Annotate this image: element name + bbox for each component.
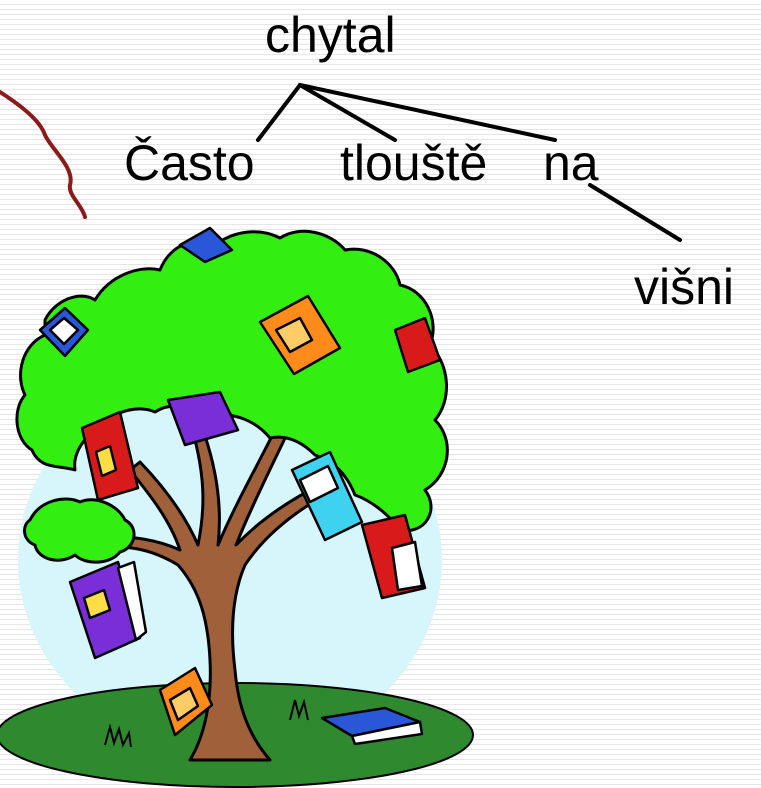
book-icon — [360, 513, 427, 600]
edge-chytal-na — [298, 83, 557, 142]
tree-foliage-lower-left — [23, 497, 136, 564]
edge-chytal-tloustte — [298, 83, 397, 142]
tree-node-tloustte: tlouště — [340, 135, 488, 191]
tree-node-casto: Často — [124, 135, 255, 191]
tree-trunk — [98, 428, 327, 762]
edge-na-visni — [588, 183, 682, 242]
tree-node-root: chytal — [265, 7, 396, 63]
grass-tuft — [104, 723, 132, 748]
tree-foliage — [15, 229, 449, 533]
book-icon — [38, 306, 90, 358]
tree-node-na: na — [543, 135, 599, 191]
book-icon — [80, 410, 140, 502]
grass-tuft — [289, 698, 309, 721]
book-icon — [290, 450, 364, 542]
book-icon — [258, 294, 342, 376]
tree-node-visni: višni — [634, 259, 735, 315]
vine-curve — [0, 90, 87, 219]
edge-chytal-casto — [256, 83, 302, 142]
book-icon — [158, 666, 214, 737]
book-icon — [68, 560, 148, 660]
book-icon — [178, 226, 234, 264]
book-icon — [393, 316, 442, 374]
book-icon — [166, 390, 240, 447]
book-icon — [320, 706, 424, 746]
